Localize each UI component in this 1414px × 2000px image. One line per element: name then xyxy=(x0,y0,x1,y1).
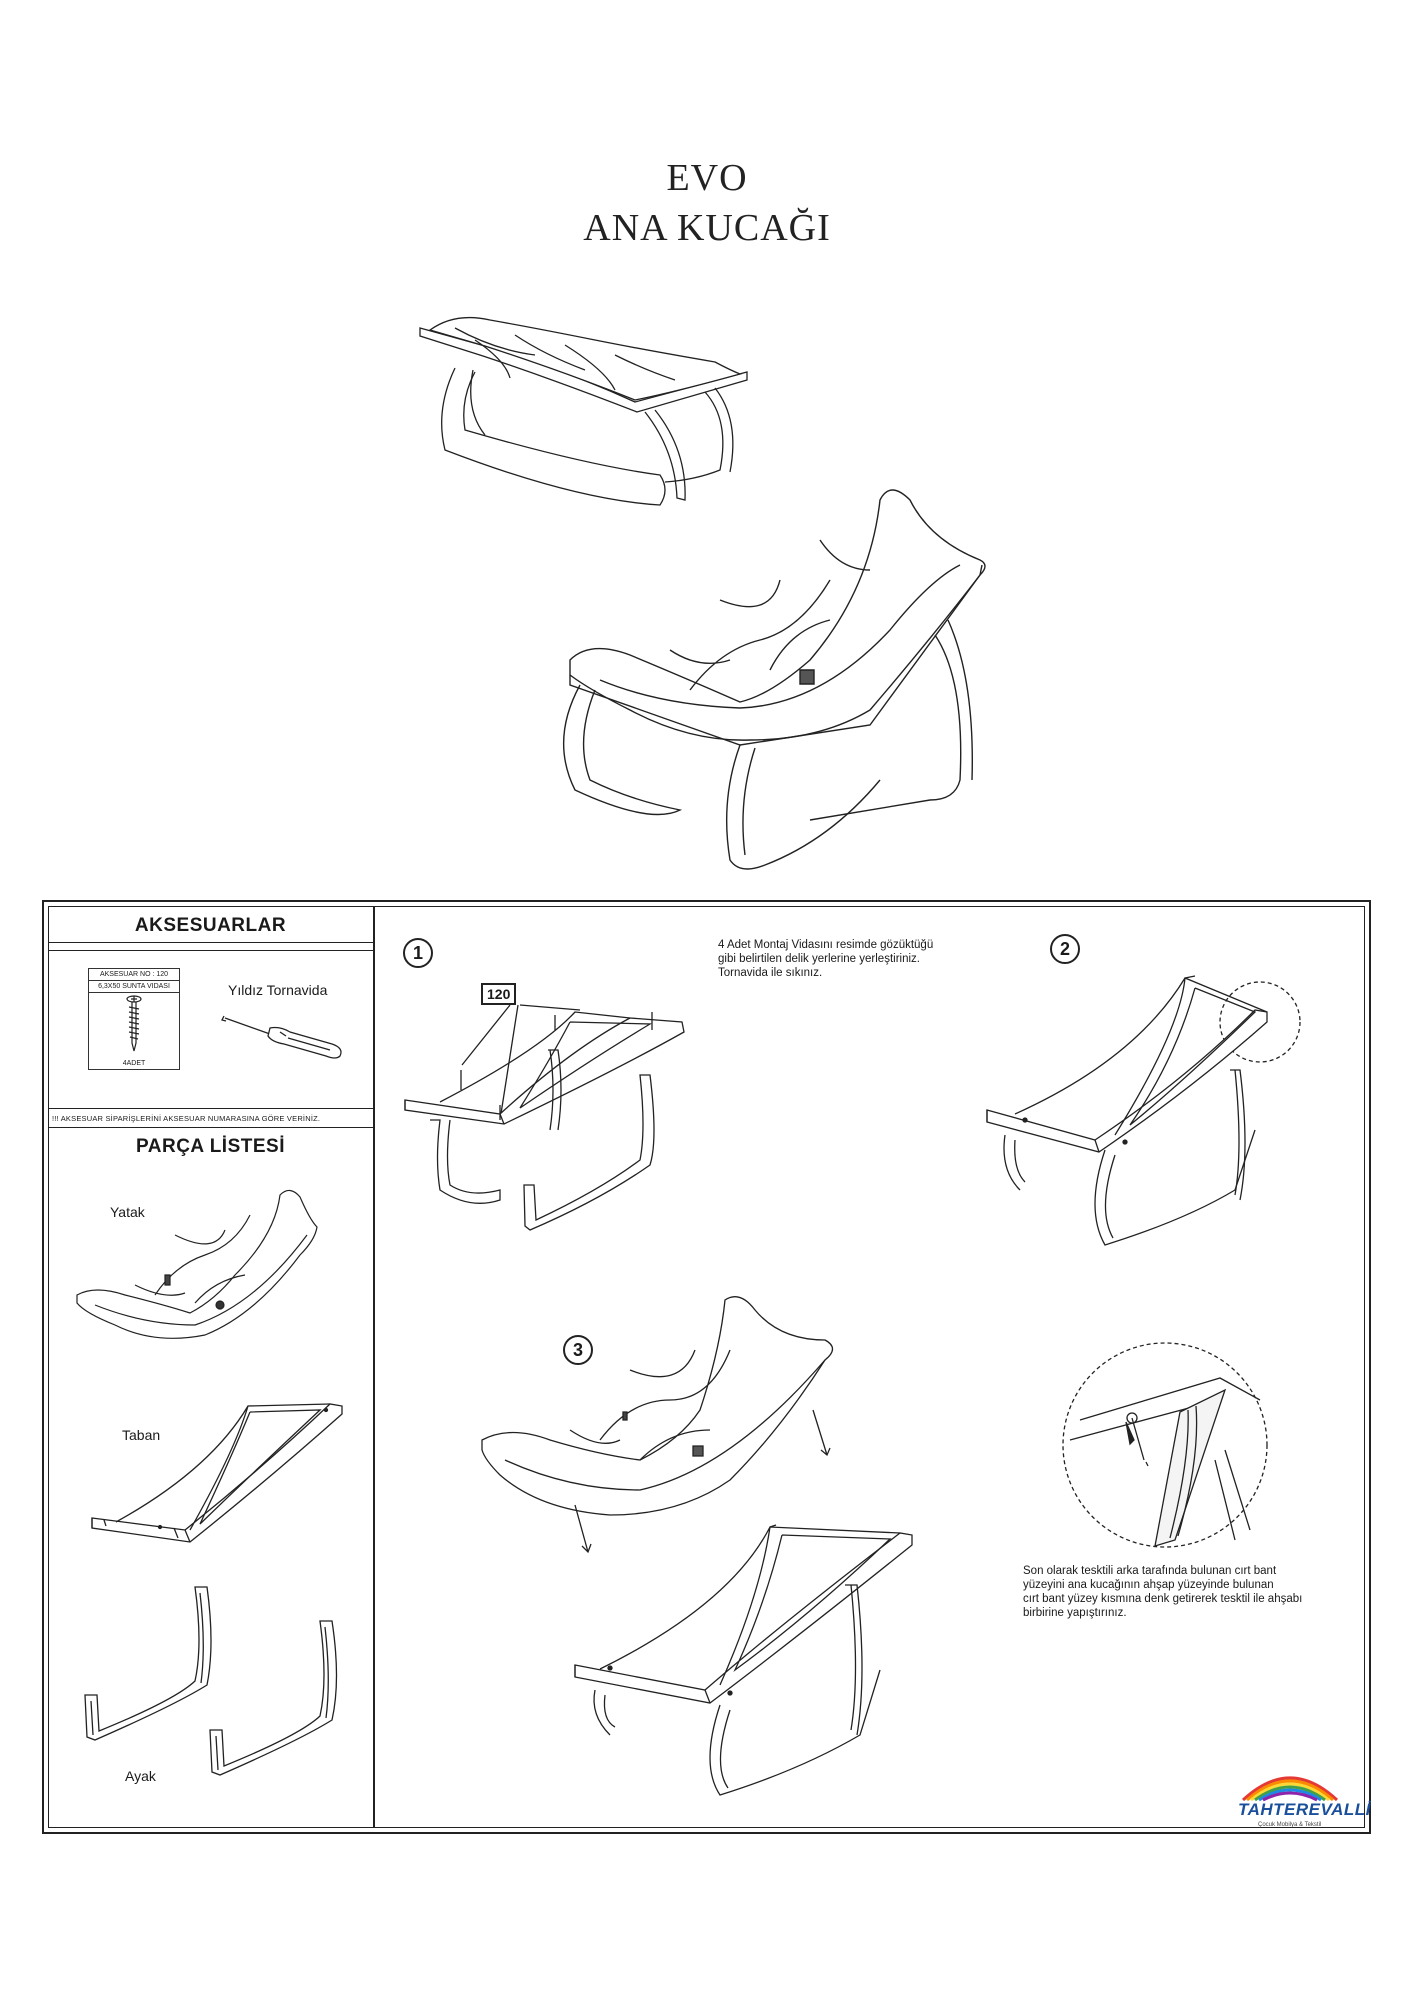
step-1-line: Tornavida ile sıkınız. xyxy=(718,967,823,979)
accessory-120-badge: 120 xyxy=(481,983,517,1005)
rainbow-logo-icon xyxy=(1235,1762,1345,1802)
part-label-ayak: Ayak xyxy=(125,1768,156,1784)
accessory-part-name: 6,3X50 SUNTA VIDASI xyxy=(89,981,179,993)
instruction-frame xyxy=(42,900,1371,1834)
brand-logo-name: TAHTEREVALLİ xyxy=(1238,1800,1371,1819)
final-step-line: yüzeyini ana kucağının ahşap yüzeyinde b… xyxy=(1023,1579,1274,1591)
final-step-instructions: Son olarak tesktili arka tarafında bulun… xyxy=(1023,1564,1323,1620)
accessory-warning: !!! AKSESUAR SİPARİŞLERİNİ AKSESUAR NUMA… xyxy=(52,1114,321,1123)
step-3-number: 3 xyxy=(563,1335,593,1365)
part-mattress-illustration xyxy=(75,1185,320,1345)
velcro-detail-illustration xyxy=(1060,1340,1270,1550)
final-step-line: cırt bant yüzey kısmına denk getirerek t… xyxy=(1023,1593,1303,1605)
divider xyxy=(48,1108,373,1109)
part-base-frame-illustration xyxy=(90,1400,345,1565)
divider xyxy=(48,950,373,951)
instruction-frame-inner xyxy=(48,906,1365,1828)
step-1-line: 4 Adet Montaj Vidasını resimde gözüktüğü xyxy=(718,939,934,951)
accessory-quantity: 4ADET xyxy=(122,1060,146,1067)
product-title-line1: EVO xyxy=(666,157,748,199)
step-3-mattress-illustration xyxy=(480,1290,850,1525)
part-label-yatak: Yatak xyxy=(110,1204,145,1220)
step-2-illustration xyxy=(985,970,1315,1270)
accessory-part-number: AKSESUAR NO : 120 xyxy=(89,969,179,981)
step-3-frame-illustration xyxy=(570,1505,925,1805)
final-step-line: Son olarak tesktili arka tarafında bulun… xyxy=(1023,1565,1277,1577)
divider xyxy=(48,1127,373,1128)
part-label-taban: Taban xyxy=(122,1427,161,1443)
final-step-line: birbirine yapıştırınız. xyxy=(1023,1607,1127,1619)
brand-logo-tagline: Çocuk Mobilya & Tekstil xyxy=(1258,1822,1322,1828)
screw-icon xyxy=(126,995,142,1052)
rocker-illustration-small xyxy=(415,300,755,520)
parts-list-title: PARÇA LİSTESİ xyxy=(135,1136,285,1157)
part-legs-illustration xyxy=(75,1585,350,1785)
step-1-instructions: 4 Adet Montaj Vidasını resimde gözüktüğü… xyxy=(718,938,978,980)
tool-label: Yıldız Tornavida xyxy=(228,982,328,998)
step-1-line: gibi belirtilen delik yerlerine yerleşti… xyxy=(718,953,920,965)
accessory-part-card: AKSESUAR NO : 120 6,3X50 SUNTA VIDASI 4A… xyxy=(88,968,180,1070)
step-1-illustration xyxy=(400,990,690,1240)
accessories-title: AKSESUARLAR xyxy=(134,915,287,936)
product-title-line2: ANA KUCAĞI xyxy=(583,207,831,249)
rocker-illustration-large xyxy=(570,480,995,880)
divider xyxy=(48,942,373,943)
step-1-number: 1 xyxy=(403,938,433,968)
left-column-divider xyxy=(373,906,375,1828)
step-2-number: 2 xyxy=(1050,934,1080,964)
screwdriver-icon xyxy=(220,1010,350,1060)
